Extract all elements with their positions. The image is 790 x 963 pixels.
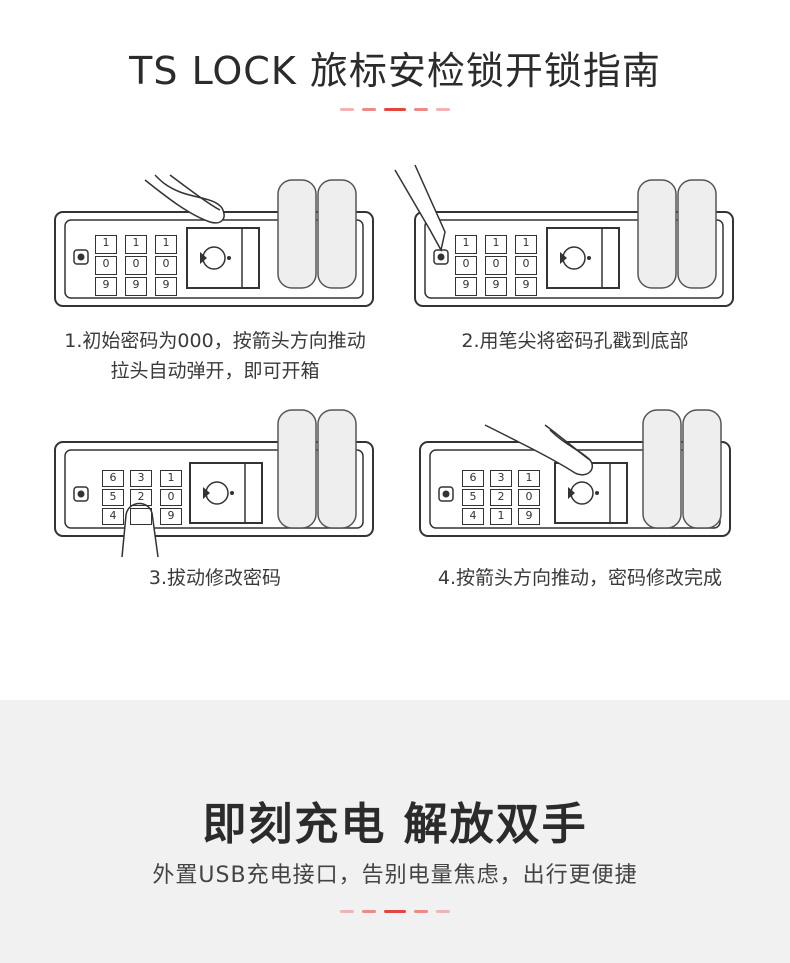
step-3-caption: 3.拔动修改密码 [148, 567, 282, 589]
step-3-illustration: 6 5 4 3 2 1 0 9 [50, 405, 380, 565]
dial-column-3[interactable]: 1 0 9 [155, 235, 177, 296]
dial-column-2[interactable]: 3 2 1 [490, 470, 512, 525]
lock-drawing [419, 409, 731, 537]
dial-column-2[interactable]: 3 2 [130, 470, 152, 525]
step-1-illustration: 1 0 9 1 0 9 1 0 9 [50, 160, 380, 310]
feature-divider [0, 910, 790, 914]
dial-column-2[interactable]: 1 0 9 [485, 235, 507, 296]
step-4-caption: 4.按箭头方向推动，密码修改完成 [437, 567, 723, 589]
dial-column-1[interactable]: 1 0 9 [455, 235, 477, 296]
title-divider [0, 108, 790, 112]
dial-column-3[interactable]: 1 0 9 [515, 235, 537, 296]
step-4-illustration: 6 5 4 3 2 1 1 0 9 [415, 405, 745, 555]
feature-subtitle: 外置USB充电接口，告别电量焦虑，出行更便捷 [152, 863, 638, 888]
dial-column-3[interactable]: 1 0 9 [160, 470, 182, 525]
dial-column-1[interactable]: 6 5 4 [102, 470, 124, 525]
step-2-illustration: 1 0 9 1 0 9 1 0 9 [394, 160, 740, 310]
feature-title: 即刻充电 解放双手 [202, 799, 588, 850]
dial-column-1[interactable]: 1 0 9 [95, 235, 117, 296]
step-2-caption: 2.用笔尖将密码孔戳到底部 [461, 330, 689, 352]
step-1-caption: 1.初始密码为000，按箭头方向推动 拉头自动弹开，即可开箱 [64, 330, 366, 382]
page-title: TS LOCK 旅标安检锁开锁指南 [129, 49, 661, 93]
dial-column-3[interactable]: 1 0 9 [518, 470, 540, 525]
feature-band: 即刻充电 解放双手 外置USB充电接口，告别电量焦虑，出行更便捷 [0, 700, 790, 963]
dial-column-1[interactable]: 6 5 4 [462, 470, 484, 525]
lock-drawing [54, 409, 374, 558]
dial-column-2[interactable]: 1 0 9 [125, 235, 147, 296]
